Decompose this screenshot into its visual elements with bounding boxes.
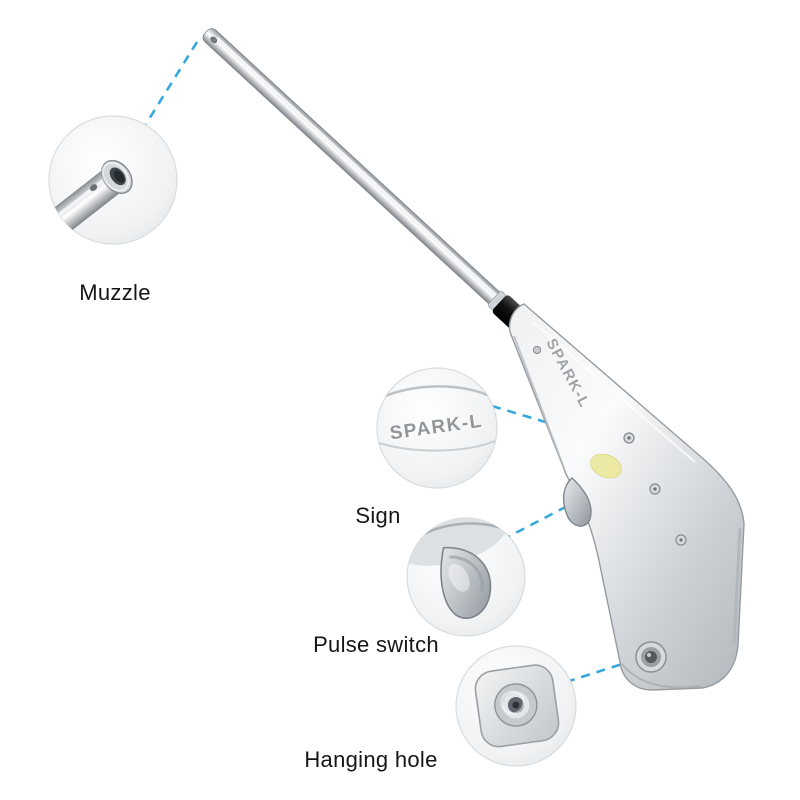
muzzle-leader-line bbox=[144, 41, 199, 125]
lighter-body-group: SPARK-L SPARK-L bbox=[508, 303, 745, 691]
muzzle-tip-hole bbox=[210, 36, 218, 44]
muzzle-callout-circle bbox=[48, 115, 178, 245]
lighter-wand-group bbox=[202, 28, 540, 341]
body-front-bevel bbox=[513, 335, 565, 469]
sign-label: Sign bbox=[355, 503, 401, 528]
body-rivets bbox=[532, 345, 687, 546]
hanging-hole-label: Hanging hole bbox=[304, 747, 438, 772]
muzzle-rod bbox=[202, 28, 526, 328]
sign-leader-line bbox=[491, 404, 553, 426]
pulse-switch-closeup-trigger bbox=[440, 546, 492, 619]
hanging-hole-callout-circle bbox=[455, 645, 577, 767]
hanging-hole-leader-line bbox=[565, 657, 639, 684]
body-top-bevel bbox=[532, 321, 696, 463]
lighter-body bbox=[508, 303, 745, 691]
pulse-switch-label: Pulse switch bbox=[313, 632, 439, 657]
sign-callout-circle: SPARK-L SPARK-L bbox=[376, 367, 498, 489]
muzzle-label: Muzzle bbox=[79, 280, 151, 305]
hanging-hole bbox=[635, 641, 667, 673]
grip-bottom-edge bbox=[621, 663, 701, 689]
rod-highlight bbox=[216, 36, 518, 316]
grip-back-edge bbox=[732, 527, 742, 645]
yellow-sticker bbox=[590, 453, 622, 479]
pulse-switch-trigger bbox=[562, 477, 592, 527]
hanging-hole-closeup bbox=[474, 664, 560, 748]
